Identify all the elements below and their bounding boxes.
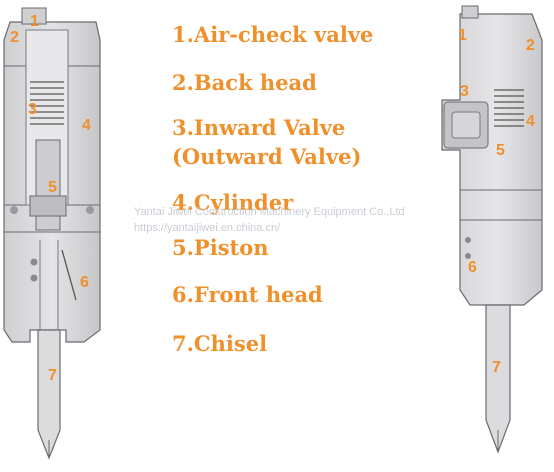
- legend-chisel: 7.Chisel: [172, 331, 268, 356]
- right-callout-6: 6: [468, 259, 477, 276]
- legend-outward-valve: (Outward Valve): [172, 144, 362, 169]
- left-callout-2: 2: [10, 29, 19, 46]
- legend-front-head: 6.Front head: [172, 282, 323, 307]
- left-callout-3: 3: [28, 101, 37, 118]
- left-callout-4: 4: [82, 117, 91, 134]
- watermark-url: https://yantaijiwei.en.china.cn/: [134, 222, 281, 234]
- right-callout-7: 7: [492, 359, 501, 376]
- watermark-company: Yantai Jiwei Construction Machinery Equi…: [134, 206, 405, 218]
- right-callout-4: 4: [526, 113, 535, 130]
- legend-inward-valve: 3.Inward Valve: [172, 115, 346, 140]
- right-hammer-outline: [441, 5, 543, 454]
- right-callout-2: 2: [526, 37, 535, 54]
- right-callout-5: 5: [496, 142, 505, 159]
- left-callout-7: 7: [48, 367, 57, 384]
- left-callout-6: 6: [80, 274, 89, 291]
- right-callout-3: 3: [460, 83, 469, 100]
- legend-air-check-valve: 1.Air-check valve: [172, 22, 374, 47]
- left-callout-5: 5: [48, 179, 57, 196]
- legend-cylinder: 4.Cylinder: [172, 190, 294, 215]
- left-callout-1: 1: [30, 13, 39, 30]
- right-callout-1: 1: [458, 27, 467, 44]
- left-hammer-cutaway: [3, 7, 101, 460]
- legend-piston: 5.Piston: [172, 235, 269, 260]
- legend-back-head: 2.Back head: [172, 70, 317, 95]
